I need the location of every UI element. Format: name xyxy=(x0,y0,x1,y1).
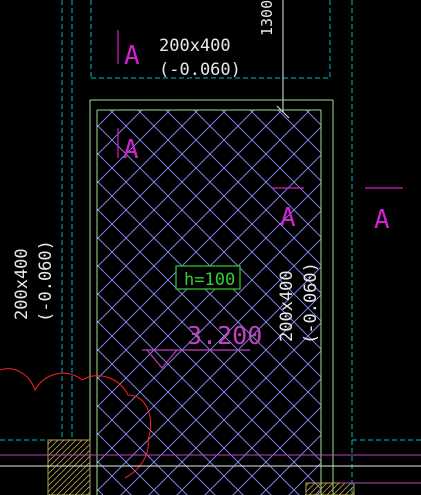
slab-walls xyxy=(89,99,334,495)
slab-thickness-box xyxy=(175,265,241,290)
section-mark-right-2: A xyxy=(365,187,403,235)
beam-top-elevation: (-0.060) xyxy=(159,60,241,80)
beam-left-size: 200x400 xyxy=(12,248,32,320)
elevation-value: 3.200 xyxy=(187,321,262,350)
column-right xyxy=(305,482,355,495)
beam-right-elevation: (-0.060) xyxy=(301,262,321,344)
svg-text:A: A xyxy=(124,41,140,71)
beam-left-elevation: (-0.060) xyxy=(36,240,56,322)
section-mark-slab: A xyxy=(117,128,139,165)
slab-hatch-area[interactable] xyxy=(97,110,321,495)
svg-text:A: A xyxy=(123,135,139,165)
section-mark-right-1: A xyxy=(272,187,304,233)
slab-thickness-text: h=100 xyxy=(184,270,235,290)
dimension-text-1300: 1300 xyxy=(258,0,276,36)
svg-text:A: A xyxy=(374,205,390,235)
section-mark-top: A xyxy=(117,30,140,71)
revision-cloud xyxy=(0,368,152,479)
elevation-marker xyxy=(142,349,250,369)
beam-right-size: 200x400 xyxy=(277,270,297,342)
beam-top-size: 200x400 xyxy=(159,36,231,56)
column-left xyxy=(47,439,91,495)
svg-text:A: A xyxy=(280,203,296,233)
